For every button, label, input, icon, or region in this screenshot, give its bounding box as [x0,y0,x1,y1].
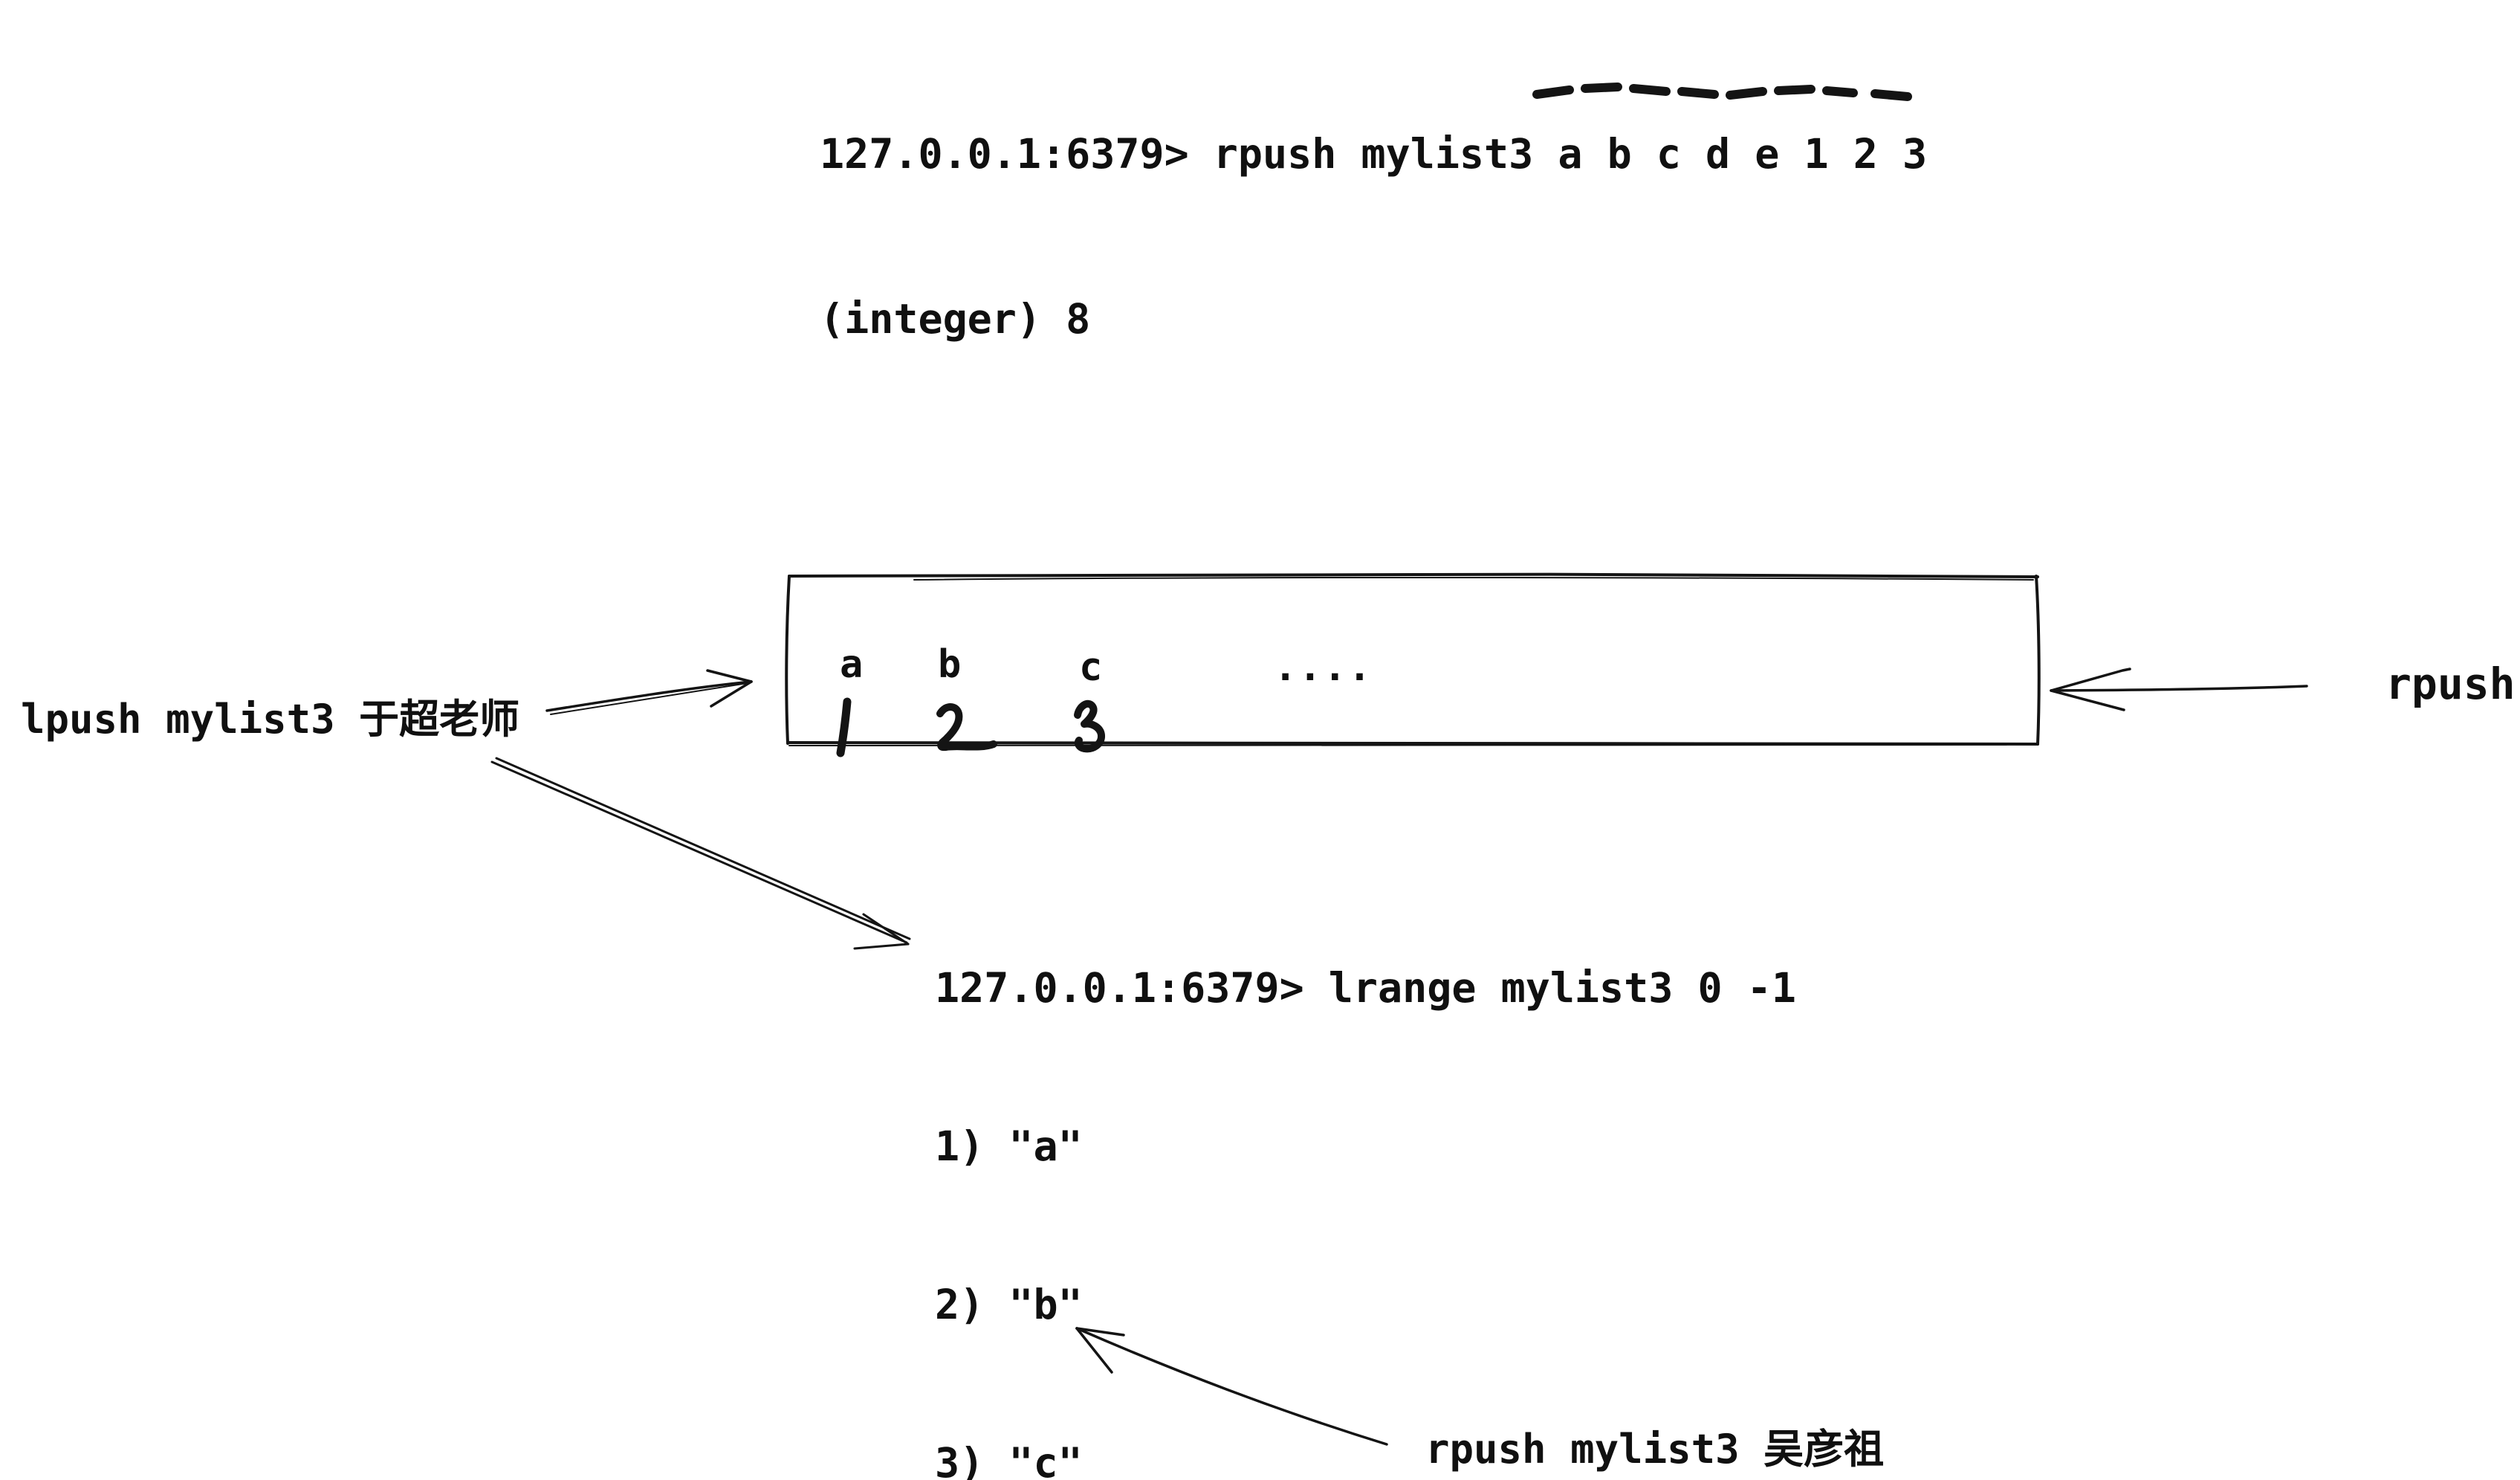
terminal-rpush-block: 127.0.0.1:6379> rpush mylist3 a b c d e … [820,16,1927,456]
rpush-label: rpush [2385,659,2516,709]
rpush-bottom-label: rpush mylist3 吴彦祖 [1425,1426,1885,1473]
box-item-c: c [1079,645,1103,690]
terminal-rpush-response: (integer) 8 [820,295,1091,343]
arrow-lpush-to-box [545,669,753,715]
lrange-result-line: 1) "a" [935,1122,1083,1170]
mylist3-box [787,575,2038,744]
terminal-rpush-command: 127.0.0.1:6379> rpush mylist3 a b c d e … [820,130,1928,178]
arrow-rpush-to-box [2050,668,2308,711]
lrange-result-line: 2) "b" [935,1281,1083,1328]
box-ellipsis: .... [1274,645,1373,690]
terminal-lrange-command: 127.0.0.1:6379> lrange mylist3 0 -1 [935,964,1796,1012]
arrow-lpush-to-lrange [490,757,911,950]
lpush-label: lpush mylist3 于超老师 [21,696,520,743]
box-item-b: b [938,642,962,687]
terminal-lrange-block: 127.0.0.1:6379> lrange mylist3 0 -1 1) "… [935,856,1796,1480]
box-item-a: a [840,642,864,687]
lrange-result-line: 3) "c" [935,1439,1083,1480]
